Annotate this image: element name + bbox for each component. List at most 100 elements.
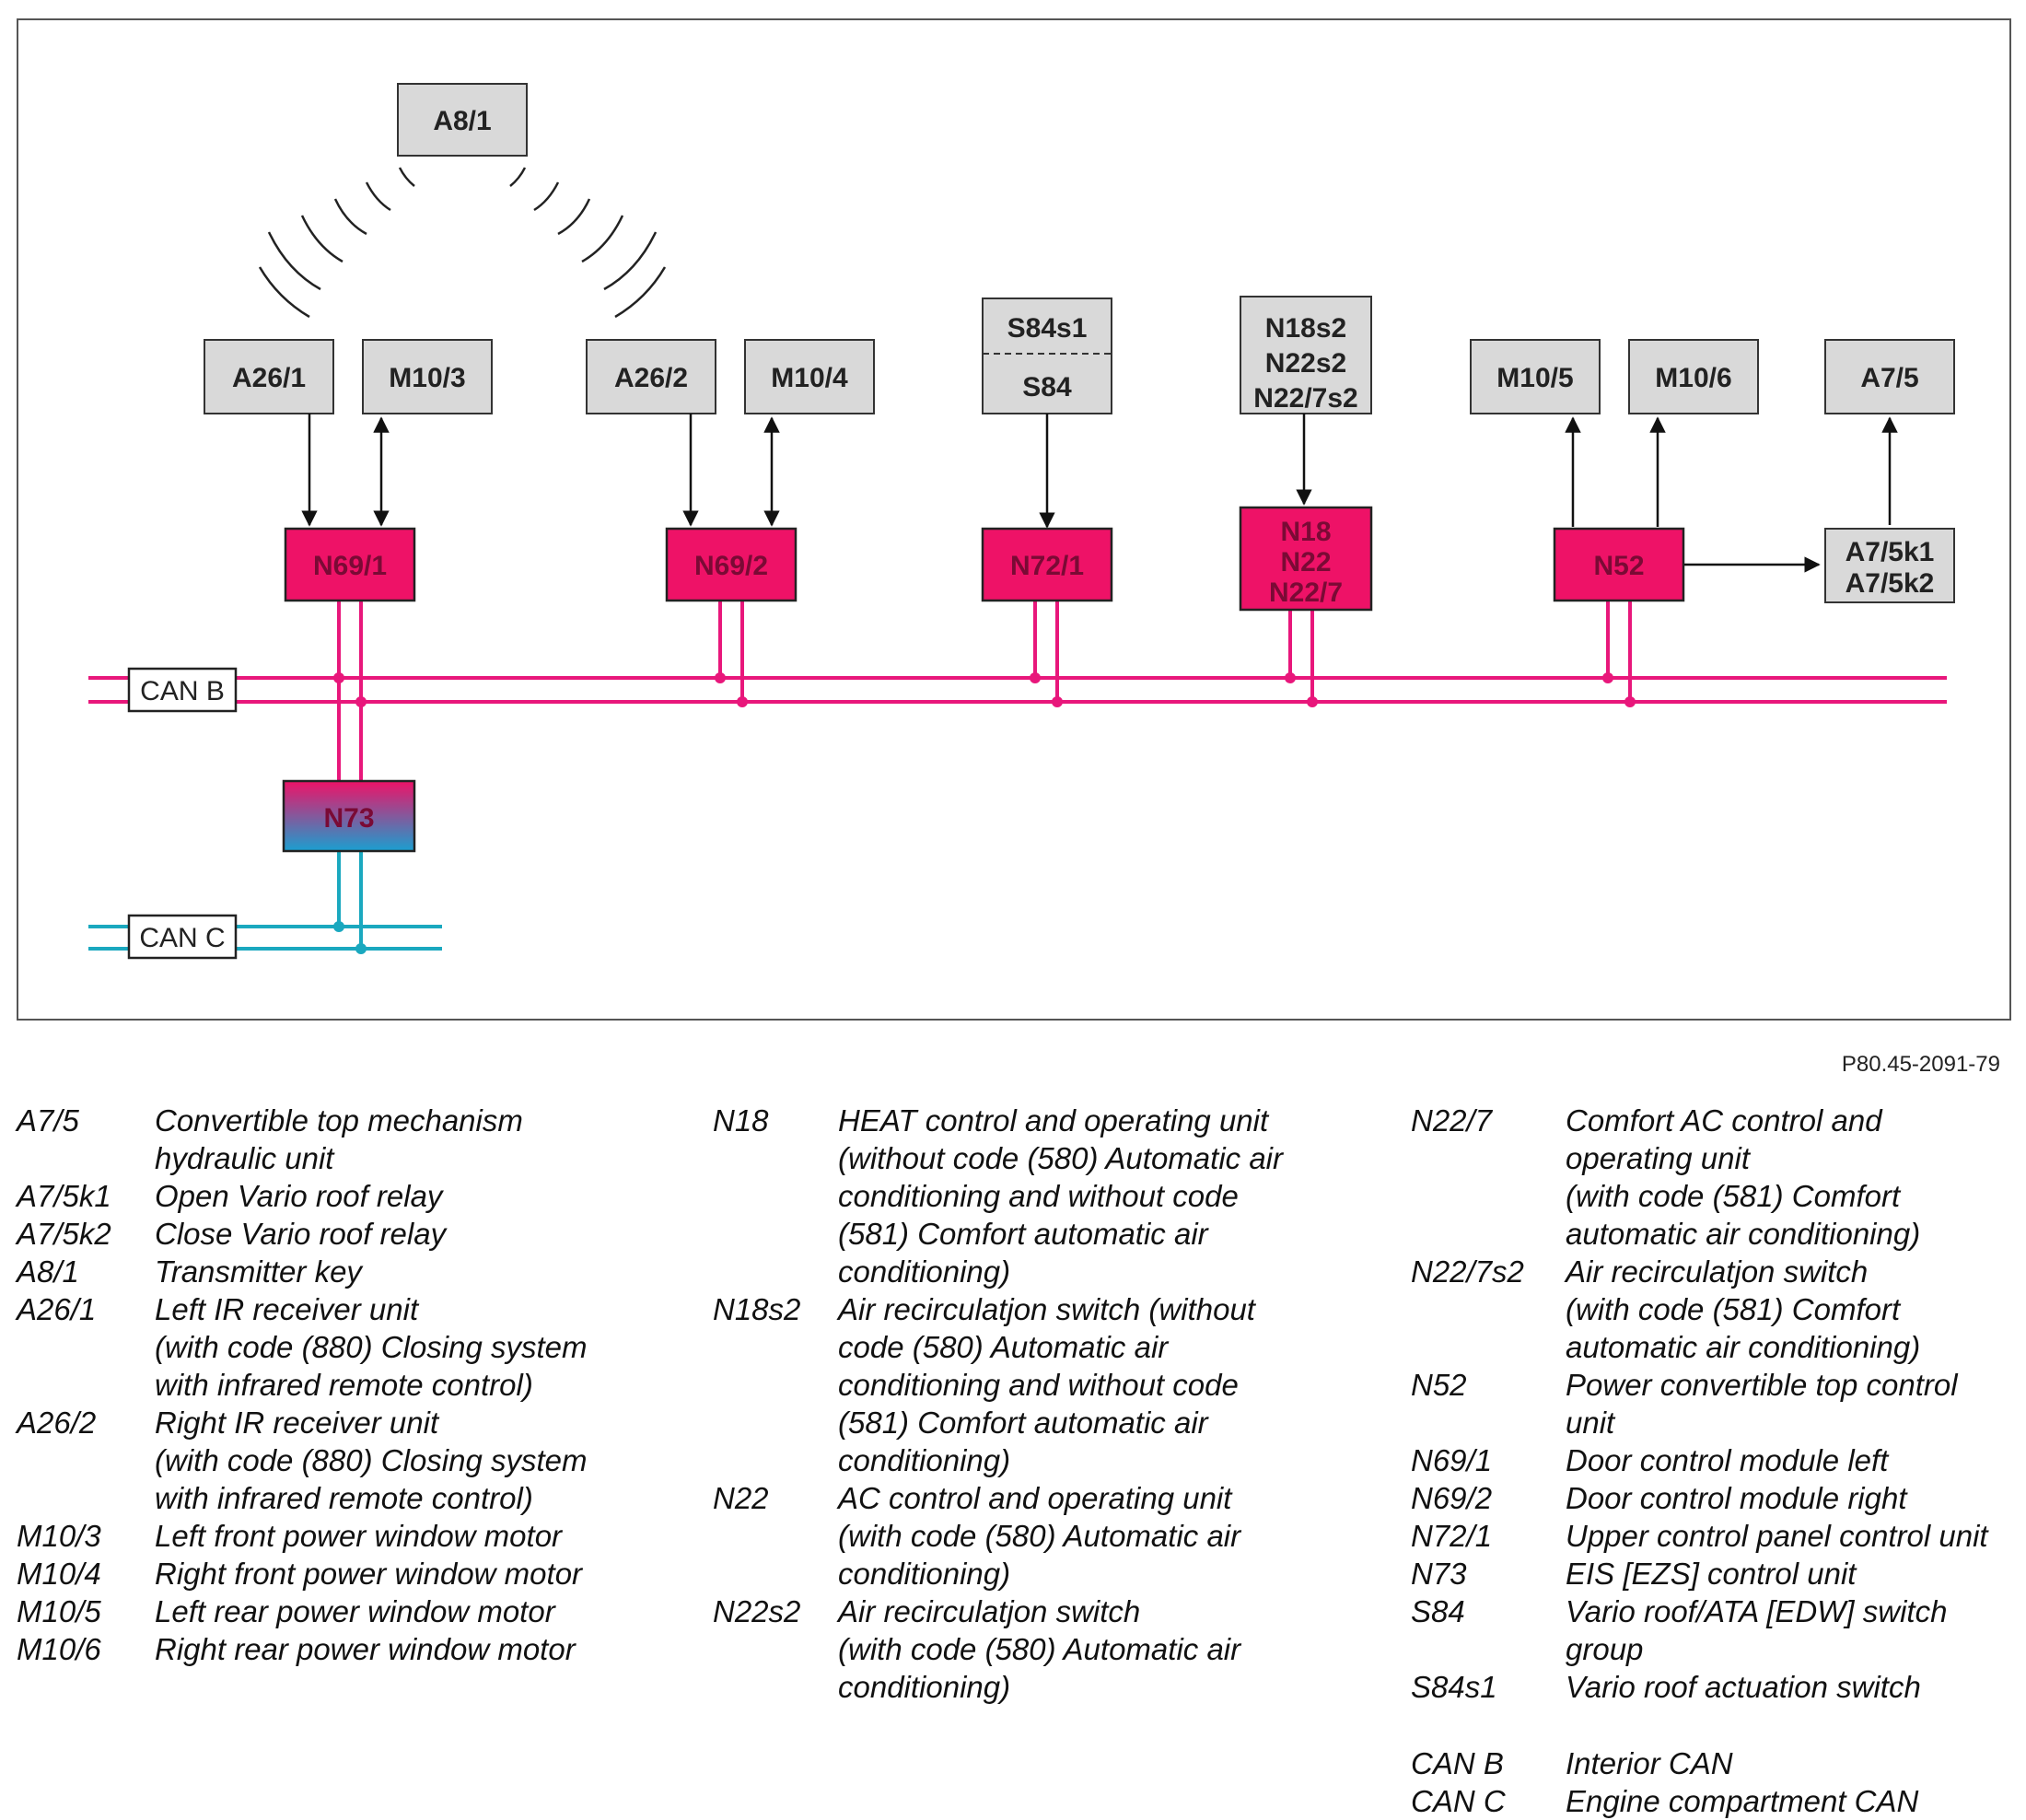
legend-code: N22/7s2 xyxy=(1411,1254,1524,1289)
legend-desc: Door control module right xyxy=(1566,1481,1907,1515)
component-a26-1: A26/1 xyxy=(204,339,334,414)
can-c-drops xyxy=(333,851,367,954)
component-s84s1-label: S84s1 xyxy=(1007,313,1088,344)
legend-desc: (with code (581) Comfort xyxy=(1566,1179,1901,1213)
control-unit-n69-1-label: N69/1 xyxy=(313,551,387,581)
legend-desc: HEAT control and operating unit xyxy=(838,1103,1269,1138)
transmitter-label: A8/1 xyxy=(433,106,491,136)
legend-desc: Air recirculatjon switch xyxy=(1566,1254,1869,1289)
legend-desc: Right IR receiver unit xyxy=(155,1406,439,1440)
legend-desc: Power convertible top control xyxy=(1566,1368,1958,1402)
component-m10-4-label: M10/4 xyxy=(771,363,848,393)
control-unit-n69-2-label: N69/2 xyxy=(694,551,768,581)
control-unit-n69-2: N69/2 xyxy=(665,527,798,602)
legend-desc: unit xyxy=(1566,1406,1615,1440)
legend-code: S84 xyxy=(1411,1594,1465,1628)
legend-desc: conditioning) xyxy=(838,1557,1011,1591)
legend-desc: Air recirculatjon switch (without xyxy=(838,1292,1255,1326)
legend-code: CAN B xyxy=(1411,1746,1504,1780)
component-a7-5-label: A7/5 xyxy=(1860,363,1918,393)
legend-desc: Vario roof/ATA [EDW] switch xyxy=(1566,1594,1948,1628)
legend-desc: with infrared remote control) xyxy=(155,1481,533,1515)
legend-desc: Close Vario roof relay xyxy=(155,1217,447,1251)
component-a26-2: A26/2 xyxy=(586,339,716,414)
legend-item: S84 Vario roof/ATA [EDW] switch group xyxy=(1411,1592,2019,1668)
component-m10-5: M10/5 xyxy=(1470,339,1601,414)
component-a26-1-label: A26/1 xyxy=(232,363,306,393)
legend-desc: (581) Comfort automatic air xyxy=(838,1217,1208,1251)
legend-desc: Air recirculatjon switch xyxy=(838,1594,1141,1628)
control-unit-n52: N52 xyxy=(1553,527,1685,602)
legend-desc: conditioning and without code xyxy=(838,1179,1239,1213)
can-c-label: CAN C xyxy=(139,923,225,953)
legend-desc: (581) Comfort automatic air xyxy=(838,1406,1208,1440)
legend-code: CAN C xyxy=(1411,1784,1506,1818)
component-n18s2-label: N18s2 xyxy=(1265,313,1346,344)
legend-spacer xyxy=(1411,1706,2019,1744)
ir-signal-left xyxy=(258,167,415,319)
network-diagram: A8/1 A26/1 M10/3 A26/2 M10/4 S84s1 S84 xyxy=(88,83,1955,960)
legend-code: A26/1 xyxy=(17,1292,97,1326)
legend-desc: Left rear power window motor xyxy=(155,1594,555,1628)
control-unit-climate: N18 N22 N22/7 xyxy=(1239,506,1373,612)
legend-desc: (with code (880) Closing system xyxy=(155,1330,588,1364)
legend-desc: (without code (580) Automatic air xyxy=(838,1141,1283,1175)
diagram-frame: A8/1 A26/1 M10/3 A26/2 M10/4 S84s1 S84 xyxy=(17,18,2011,1021)
legend-code: M10/5 xyxy=(17,1594,101,1628)
legend-desc: automatic air conditioning) xyxy=(1566,1217,1921,1251)
legend-code: N22s2 xyxy=(713,1594,801,1628)
legend-code: N18 xyxy=(713,1103,769,1138)
legend-desc: Comfort AC control and xyxy=(1566,1103,1882,1138)
component-a26-2-label: A26/2 xyxy=(614,363,688,393)
legend-column-2: N18 HEAT control and operating unit(witho… xyxy=(713,1102,1394,1706)
legend-desc: hydraulic unit xyxy=(155,1141,334,1175)
legend-desc: Open Vario roof relay xyxy=(155,1179,443,1213)
legend-code: N22 xyxy=(713,1481,769,1515)
component-n22s2-label: N22s2 xyxy=(1265,348,1346,379)
transmitter-a8-1: A8/1 xyxy=(397,83,528,157)
legend-desc: Right rear power window motor xyxy=(155,1632,576,1666)
legend-desc: Door control module left xyxy=(1566,1443,1889,1477)
legend-desc: conditioning) xyxy=(838,1254,1011,1289)
legend-code: N22/7 xyxy=(1411,1103,1493,1138)
component-m10-6-label: M10/6 xyxy=(1655,363,1731,393)
legend-desc: group xyxy=(1566,1632,1644,1666)
component-a7-5k2-label: A7/5k2 xyxy=(1846,568,1935,599)
can-b-label: CAN B xyxy=(140,676,225,706)
legend-code: M10/4 xyxy=(17,1557,101,1591)
component-recirc-switches: N18s2 N22s2 N22/7s2 xyxy=(1240,296,1372,414)
legend-desc: Transmitter key xyxy=(155,1254,362,1289)
control-unit-n72-1: N72/1 xyxy=(981,527,1113,602)
legend-desc: Interior CAN xyxy=(1566,1746,1733,1780)
control-unit-n52-label: N52 xyxy=(1593,551,1644,581)
legend-desc: conditioning) xyxy=(838,1670,1011,1704)
component-m10-4: M10/4 xyxy=(744,339,875,414)
control-unit-n22-7-label: N22/7 xyxy=(1269,578,1343,608)
component-n22-7s2-label: N22/7s2 xyxy=(1253,383,1357,414)
legend-desc: Upper control panel control unit xyxy=(1566,1519,1988,1553)
legend-desc: (with code (880) Closing system xyxy=(155,1443,588,1477)
legend-item: M10/5 Left rear power window motor xyxy=(17,1592,680,1630)
legend-desc: automatic air conditioning) xyxy=(1566,1330,1921,1364)
legend-code: S84s1 xyxy=(1411,1670,1497,1704)
legend-code: M10/3 xyxy=(17,1519,101,1553)
legend-desc: (with code (580) Automatic air xyxy=(838,1632,1241,1666)
legend-code: M10/6 xyxy=(17,1632,101,1666)
